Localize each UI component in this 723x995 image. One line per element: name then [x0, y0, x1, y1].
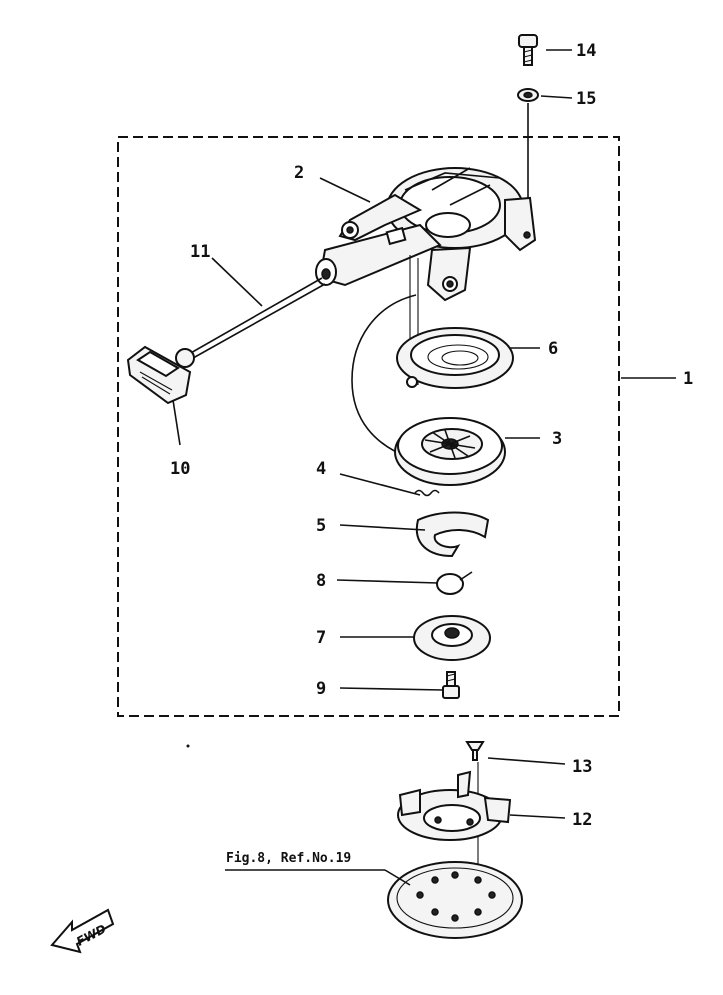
callout-8: 8 [316, 571, 326, 591]
callout-10: 10 [170, 459, 190, 479]
callout-1: 1 [683, 369, 693, 389]
part-11-starter-rope [181, 277, 417, 459]
part-14-bolt [518, 34, 538, 66]
part-9-screw [442, 671, 460, 699]
callout-12: 12 [572, 810, 592, 830]
part-10-starter-handle [126, 345, 195, 405]
callout-7: 7 [316, 628, 326, 648]
part-5-ratchet [415, 511, 490, 558]
callout-3: 3 [552, 429, 562, 449]
part-7-drive-plate [413, 615, 491, 661]
callout-6: 6 [548, 339, 558, 359]
part-15-washer [517, 88, 539, 102]
callout-5: 5 [316, 516, 326, 536]
reference-note: Fig.8, Ref.No.19 [226, 851, 351, 866]
leader-lines [172, 49, 676, 886]
fwd-arrow-icon: FWD [50, 908, 115, 954]
referenced-flywheel-plate [387, 861, 523, 939]
stray-dot [186, 744, 190, 748]
part-6-spiral-spring [396, 327, 514, 389]
callout-14: 14 [576, 41, 596, 61]
callout-4: 4 [316, 459, 326, 479]
callout-2: 2 [294, 163, 304, 183]
callout-9: 9 [316, 679, 326, 699]
part-3-sheave-drum [394, 417, 506, 486]
callout-11: 11 [190, 242, 210, 262]
part-4-spring [414, 489, 440, 497]
part-12-starter-pulley [397, 770, 512, 841]
part-2-starter-case [315, 167, 537, 302]
callout-13: 13 [572, 757, 592, 777]
part-13-screw [465, 741, 485, 761]
callout-15: 15 [576, 89, 596, 109]
part-8-clip [436, 571, 473, 595]
